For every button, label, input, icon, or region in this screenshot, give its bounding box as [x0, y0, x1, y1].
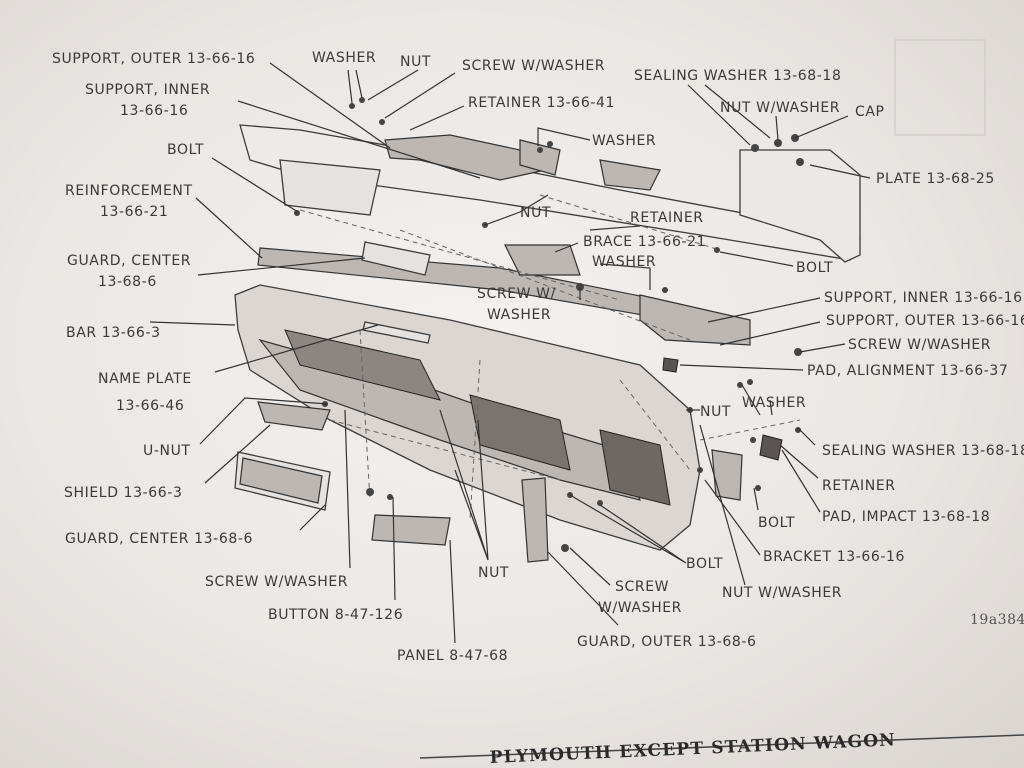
label-pad-alignment: PAD, ALIGNMENT 13-66-37	[807, 363, 1008, 379]
label-nut-top: NUT	[400, 54, 431, 70]
label-nut-low: NUT	[700, 404, 731, 420]
label-plate: PLATE 13-68-25	[876, 171, 995, 187]
callout-box	[894, 39, 986, 136]
label-retainer-right: RETAINER	[822, 478, 896, 494]
label-bolt-bottom: BOLT	[686, 556, 723, 572]
label-washer-w: WASHER	[487, 307, 551, 323]
label-guard-center-ref: 13-68-6	[98, 274, 157, 290]
label-support-outer-right: SUPPORT, OUTER 13-66-16	[826, 313, 1024, 329]
label-bolt-right: BOLT	[796, 260, 833, 276]
label-guard-center: GUARD, CENTER	[67, 253, 191, 269]
label-washer-mid: WASHER	[592, 133, 656, 149]
label-panel: PANEL 8-47-68	[397, 648, 508, 664]
label-nut-bottom: NUT	[478, 565, 509, 581]
label-name-plate: NAME PLATE	[98, 371, 192, 387]
label-guard-outer: GUARD, OUTER 13-68-6	[577, 634, 757, 650]
label-guard-center-bottom: GUARD, CENTER 13-68-6	[65, 531, 253, 547]
label-bracket: BRACKET 13-66-16	[763, 549, 905, 565]
label-retainer-top: RETAINER 13-66-41	[468, 95, 615, 111]
figure-code: 19a384	[970, 612, 1024, 628]
label-screw-washer-top: SCREW W/WASHER	[462, 58, 605, 74]
page-rule	[419, 734, 1024, 759]
label-shield: SHIELD 13-66-3	[64, 485, 182, 501]
label-screw: SCREW	[615, 579, 669, 595]
label-support-outer-top: SUPPORT, OUTER 13-66-16	[52, 51, 255, 67]
label-pad-impact: PAD, IMPACT 13-68-18	[822, 509, 990, 525]
label-support-inner-top: SUPPORT, INNER	[85, 82, 210, 98]
label-washer-low: WASHER	[742, 395, 806, 411]
label-sealing-washer-right: SEALING WASHER 13-68-18	[822, 443, 1024, 459]
label-u-nut: U-NUT	[143, 443, 191, 459]
label-washer-brace: WASHER	[592, 254, 656, 270]
label-bolt-bracket: BOLT	[758, 515, 795, 531]
label-support-inner-top-ref: 13-66-16	[120, 103, 188, 119]
label-name-plate-ref: 13-66-46	[116, 398, 184, 414]
leader-lines	[149, 62, 871, 644]
label-cap: CAP	[855, 104, 885, 120]
label-button: BUTTON 8-47-126	[268, 607, 403, 623]
bumper-assembly-drawing	[234, 97, 861, 563]
part-labels: SUPPORT, OUTER 13-66-16 WASHER NUT SCREW…	[52, 50, 1024, 664]
label-support-inner-right: SUPPORT, INNER 13-66-16	[824, 290, 1023, 306]
label-screw-w: SCREW W/	[477, 286, 556, 302]
label-reinforcement: REINFORCEMENT	[65, 183, 193, 199]
label-retainer-mid: RETAINER	[630, 210, 704, 226]
label-bolt-left: BOLT	[167, 142, 204, 158]
label-screw-washer: W/WASHER	[598, 600, 682, 616]
page-title: PLYMOUTH EXCEPT STATION WAGON	[489, 730, 896, 768]
label-bar: BAR 13-66-3	[66, 325, 161, 341]
label-nut-washer-bottom: NUT W/WASHER	[722, 585, 842, 601]
label-screw-washer-bottom: SCREW W/WASHER	[205, 574, 348, 590]
label-reinforcement-ref: 13-66-21	[100, 204, 168, 220]
label-nut-washer-top: NUT W/WASHER	[720, 100, 840, 116]
label-sealing-washer-top: SEALING WASHER 13-68-18	[634, 68, 841, 84]
label-brace: BRACE 13-66-21	[583, 234, 706, 250]
label-washer-top: WASHER	[312, 50, 376, 66]
label-screw-washer-right: SCREW W/WASHER	[848, 337, 991, 353]
label-nut-mid: NUT	[520, 205, 551, 221]
